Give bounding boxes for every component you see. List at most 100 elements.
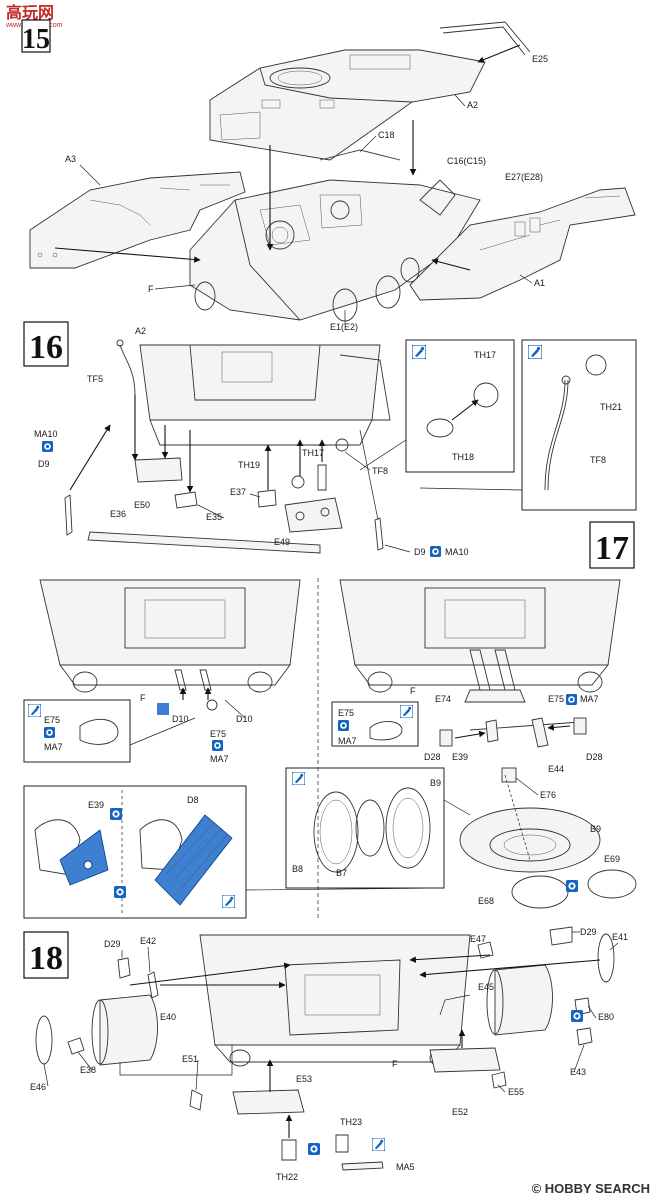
blue-part-e39 — [59, 829, 109, 886]
label-tf8: TF8 — [372, 466, 388, 476]
step-16-box — [23, 321, 69, 367]
step-16-number: 16 — [29, 329, 63, 366]
paint-icon — [528, 345, 542, 359]
step-17-box — [589, 521, 635, 569]
inset-th17-th18 — [405, 339, 515, 473]
step-15-box — [21, 19, 51, 53]
cement-icon — [110, 808, 122, 820]
inset-blue-d8 — [23, 785, 247, 919]
label-f-s17r: F — [410, 686, 416, 696]
label-e76: E76 — [540, 790, 556, 800]
part-e55 — [491, 1071, 507, 1089]
part-d9-left — [64, 494, 73, 536]
label-a3: A3 — [65, 154, 76, 164]
label-tf5: TF5 — [87, 374, 103, 384]
part-c18 — [319, 149, 401, 161]
wheel-b9 — [459, 807, 601, 873]
label-d29-left: D29 — [104, 939, 121, 949]
label-th19: TH19 — [238, 460, 260, 470]
label-a2-s16: A2 — [135, 326, 146, 336]
label-winset-b9: B9 — [430, 778, 441, 788]
part-e37 — [257, 489, 277, 508]
part-e35 — [174, 491, 198, 509]
cement-icon — [566, 880, 578, 892]
part-tf5 — [119, 344, 136, 396]
part-e51 — [189, 1089, 203, 1111]
label-ma5: MA5 — [396, 1162, 415, 1172]
highlight-swatch — [157, 703, 169, 715]
step-17-number: 17 — [595, 530, 629, 567]
tf8-cable — [544, 379, 566, 491]
label-rinset-ma7: MA7 — [338, 736, 357, 746]
label-e50: E50 — [134, 500, 150, 510]
part-e45 — [494, 964, 553, 1036]
label-d28-a: D28 — [424, 752, 441, 762]
step-15-number: 15 — [22, 24, 50, 55]
cement-icon — [338, 720, 349, 731]
label-winset-b7: B7 — [336, 868, 347, 878]
label-e52: E52 — [452, 1107, 468, 1117]
label-e80: E80 — [598, 1012, 614, 1022]
step-18: 18 — [23, 926, 628, 1182]
inset-e75-right — [331, 701, 419, 747]
label-e36: E36 — [110, 509, 126, 519]
watermark-logo-text: 高玩网 — [6, 3, 54, 22]
part-e40 — [99, 994, 158, 1066]
label-e46: E46 — [30, 1082, 46, 1092]
step-18-box — [23, 931, 69, 979]
label-rinset-e75: E75 — [338, 708, 354, 718]
label-e25: E25 — [532, 54, 548, 64]
label-inset-e75: E75 — [44, 715, 60, 725]
label-inset-ma7: MA7 — [44, 742, 63, 752]
part-e36 — [87, 531, 321, 554]
label-ma10: MA10 — [34, 429, 58, 439]
part-d29-right — [549, 926, 573, 946]
label-e45: E45 — [478, 982, 494, 992]
part-th22 — [281, 1139, 297, 1161]
step-15: 15 — [21, 19, 636, 332]
cement-icon — [114, 886, 126, 898]
label-e74: E74 — [435, 694, 451, 704]
label-d10-b: D10 — [236, 714, 253, 724]
label-inset-th21: TH21 — [600, 402, 622, 412]
blue-part-d8 — [154, 814, 233, 906]
label-e41: E41 — [612, 932, 628, 942]
label-th17: TH17 — [302, 448, 324, 458]
label-e35: E35 — [206, 512, 222, 522]
part-th19 — [291, 475, 305, 489]
label-d29-right: D29 — [580, 927, 597, 937]
label-e44: E44 — [548, 764, 564, 774]
label-d10-a: D10 — [172, 714, 189, 724]
label-d9: D9 — [38, 459, 50, 469]
step-17: 17 F D10 D10 E75 MA7 E75 MA7 — [23, 521, 637, 920]
label-blue-d8: D8 — [187, 795, 199, 805]
label-inset-tf8: TF8 — [590, 455, 606, 465]
label-c16: C16(C15) — [447, 156, 486, 166]
paint-icon — [222, 895, 235, 908]
part-a1 — [409, 187, 636, 301]
part-th17 — [317, 464, 327, 491]
label-a1: A1 — [534, 278, 545, 288]
label-e49: E49 — [274, 537, 290, 547]
label-d9-right: D9 — [414, 547, 426, 557]
label-th22: TH22 — [276, 1172, 298, 1182]
label-f-s17l: F — [140, 693, 146, 703]
label-e40: E40 — [160, 1012, 176, 1022]
label-e75-left: E75 — [210, 729, 226, 739]
label-e27: E27(E28) — [505, 172, 543, 182]
part-e52 — [429, 1047, 501, 1073]
label-d28-b: D28 — [586, 752, 603, 762]
label-e47: E47 — [470, 934, 486, 944]
part-e53 — [232, 1089, 305, 1115]
label-e39-right: E39 — [452, 752, 468, 762]
label-e1: E1(E2) — [330, 322, 358, 332]
label-e42: E42 — [140, 936, 156, 946]
cement-icon — [430, 546, 441, 557]
label-th23: TH23 — [340, 1117, 362, 1127]
label-e38: E38 — [80, 1065, 96, 1075]
label-e69: E69 — [604, 854, 620, 864]
part-e76 — [501, 767, 517, 783]
label-e43: E43 — [570, 1067, 586, 1077]
cement-icon — [308, 1143, 320, 1155]
inset-th21-tf8 — [521, 339, 637, 511]
